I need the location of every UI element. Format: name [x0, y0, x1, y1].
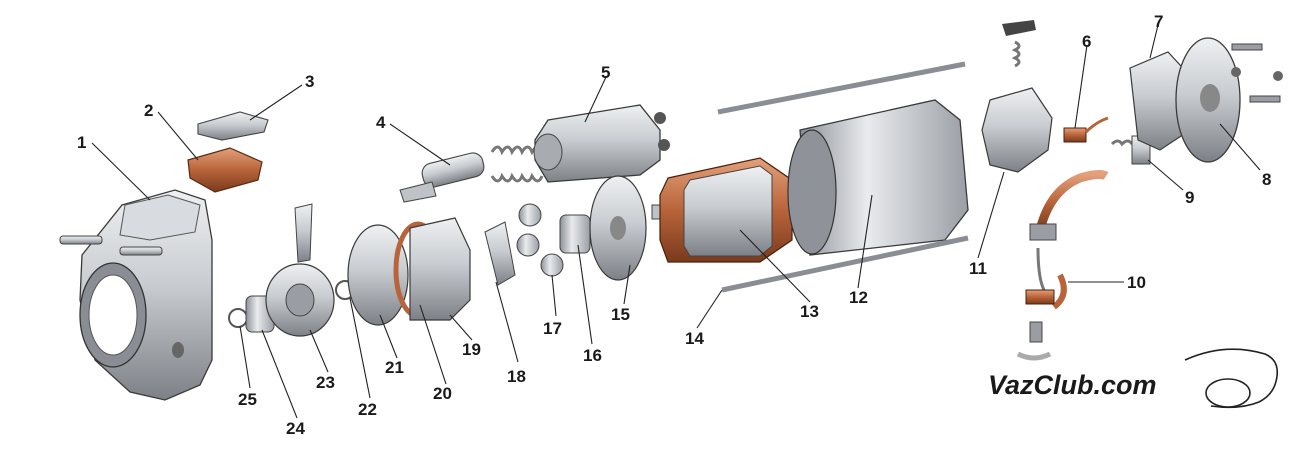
label-12: 12 [849, 288, 868, 307]
solenoid-relay-part [533, 104, 670, 183]
label-19: 19 [462, 340, 481, 359]
label-18: 18 [507, 367, 526, 386]
label-20: 20 [433, 384, 452, 403]
label-15: 15 [611, 305, 630, 324]
brush-holder-part [981, 20, 1053, 173]
label-16: 16 [583, 346, 602, 365]
return-spring-part [490, 145, 544, 183]
contact-bar-part [197, 111, 269, 141]
brush-part [1063, 116, 1109, 143]
label-11: 11 [969, 259, 987, 278]
drive-assembly-part [228, 203, 335, 337]
plunger-part [399, 152, 485, 203]
label-8: 8 [1262, 170, 1271, 189]
watermark: VazClub.com [988, 348, 1279, 409]
label-25: 25 [238, 390, 257, 409]
label-1: 1 [77, 133, 86, 152]
car-logo-icon [1184, 348, 1279, 409]
planetary-gear-part [335, 217, 516, 326]
label-4: 4 [376, 113, 386, 132]
label-22: 22 [358, 400, 377, 419]
stator-housing-part [787, 99, 969, 256]
gear-plate-part [589, 175, 647, 281]
label-13: 13 [800, 302, 819, 321]
label-9: 9 [1185, 188, 1194, 207]
tie-rods-part [717, 61, 969, 293]
label-23: 23 [316, 373, 335, 392]
label-24: 24 [286, 419, 305, 438]
rear-cover-part [1175, 37, 1283, 163]
contact-plate-part [187, 147, 263, 193]
label-7: 7 [1154, 12, 1163, 31]
field-wire-part [1016, 169, 1109, 361]
satellite-gears-part [516, 203, 591, 277]
label-3: 3 [305, 72, 314, 91]
label-5: 5 [601, 63, 610, 82]
armature-part [651, 157, 823, 263]
label-2: 2 [144, 101, 153, 120]
label-14: 14 [685, 329, 704, 348]
label-17: 17 [543, 319, 562, 338]
watermark-text: VazClub.com [988, 370, 1157, 400]
front-housing-part [59, 189, 213, 401]
label-6: 6 [1082, 32, 1091, 51]
leader-lines [91, 24, 1261, 419]
label-10: 10 [1127, 273, 1146, 292]
label-21: 21 [385, 358, 404, 377]
